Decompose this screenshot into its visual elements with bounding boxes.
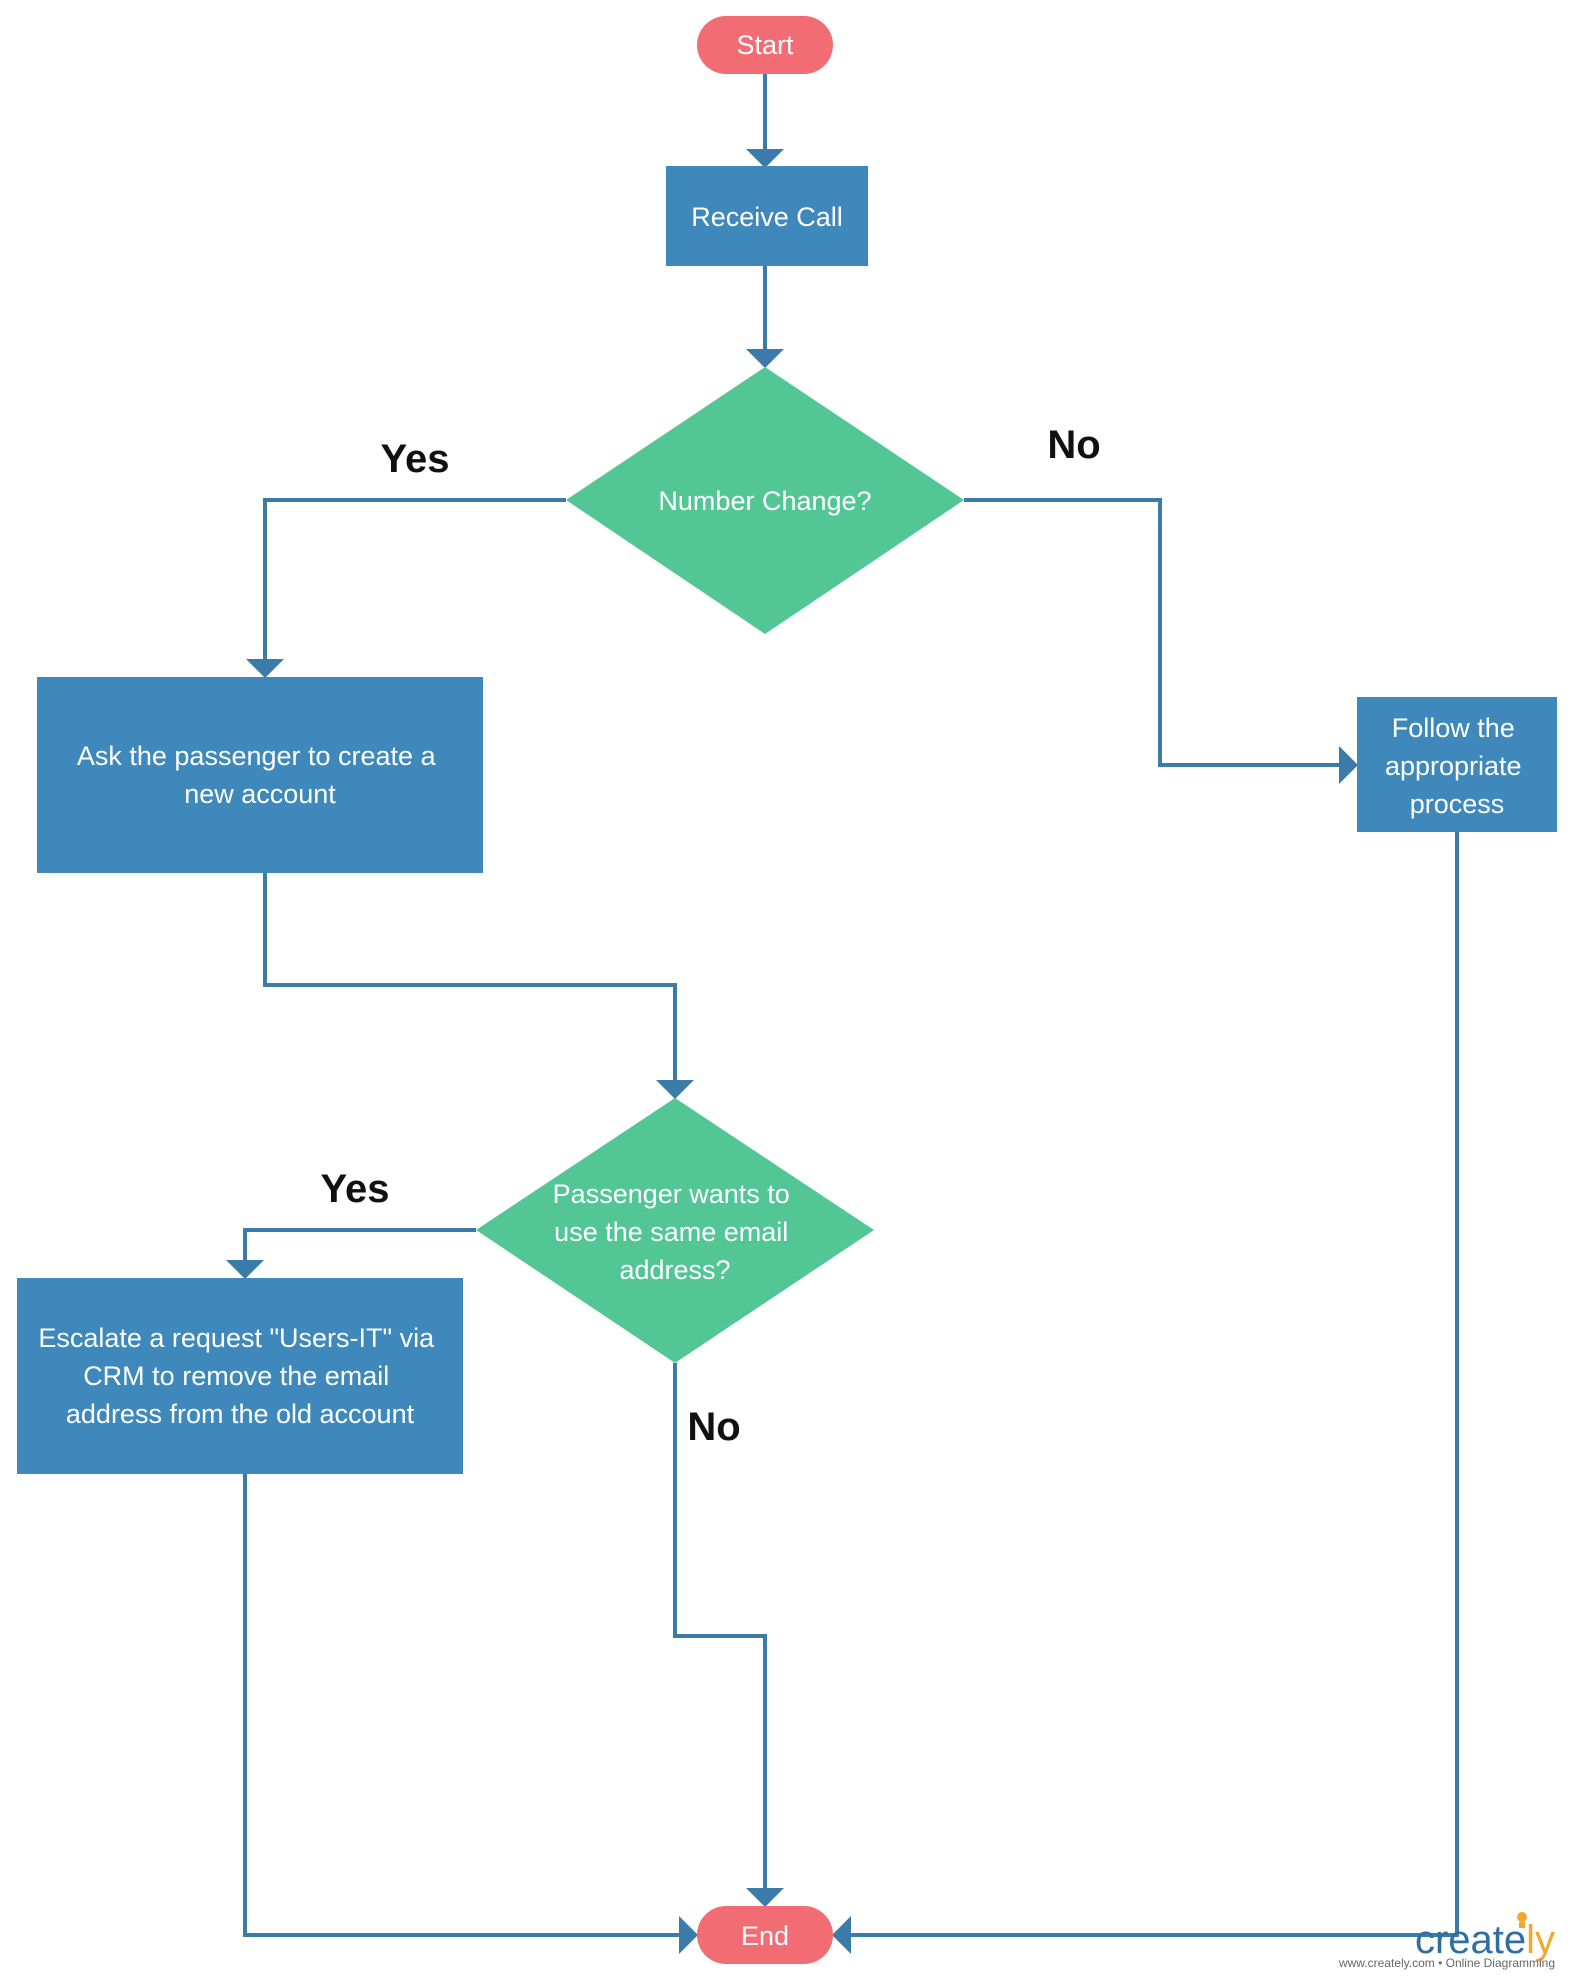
- connector-create-account-to-same-email: [263, 873, 677, 1081]
- number-change-label: Number Change?: [658, 486, 871, 516]
- receive-call-shape: [666, 166, 868, 266]
- connector-number-change-no: [964, 498, 1340, 767]
- same-email-line: Passenger wants to: [553, 1179, 790, 1209]
- start-node-line: Start: [736, 30, 794, 60]
- arrowhead-icon: [656, 1080, 694, 1099]
- follow-process-label: Follow the appropriate process: [1385, 713, 1529, 819]
- create-account-line: new account: [184, 779, 336, 809]
- arrowhead-icon: [832, 1916, 851, 1954]
- same-email-node: Passenger wants to use the same email ad…: [476, 1098, 874, 1363]
- follow-process-line: process: [1410, 789, 1505, 819]
- follow-process-line: Follow the: [1392, 713, 1515, 743]
- escalate-label: Escalate a request "Users-IT" via CRM to…: [38, 1323, 441, 1429]
- connector-escalate-to-end: [243, 1474, 680, 1937]
- receive-call-node: Receive Call: [666, 166, 868, 266]
- connector-follow-process-to-end: [850, 832, 1459, 1937]
- end-node-label: End: [741, 1921, 789, 1951]
- yes-label-same-email: Yes: [321, 1167, 390, 1211]
- connector-same-email-yes: [243, 1228, 476, 1261]
- same-email-shape: [476, 1098, 874, 1363]
- receive-call-label: Receive Call: [691, 202, 843, 232]
- same-email-line: use the same email: [554, 1217, 788, 1247]
- arrowhead-icon: [746, 1888, 784, 1907]
- no-label-number-change: No: [1047, 423, 1100, 467]
- end-node-line: End: [741, 1921, 789, 1951]
- creately-watermark: creately www.creately.com • Online Diagr…: [1338, 1912, 1555, 1970]
- follow-process-shape: [1357, 697, 1557, 832]
- end-node: End: [697, 1906, 833, 1964]
- no-label-same-email: No: [687, 1405, 740, 1449]
- escalate-node: Escalate a request "Users-IT" via CRM to…: [17, 1278, 463, 1474]
- arrowhead-icon: [246, 659, 284, 678]
- create-account-shape: [37, 677, 483, 873]
- lightbulb-icon: [1517, 1912, 1527, 1922]
- same-email-label: Passenger wants to use the same email ad…: [553, 1179, 798, 1285]
- create-account-node: Ask the passenger to create a new accoun…: [37, 677, 483, 873]
- arrowhead-icon: [746, 149, 784, 168]
- start-node-label: Start: [736, 30, 794, 60]
- yes-label-number-change: Yes: [381, 437, 450, 481]
- escalate-line: address from the old account: [66, 1399, 415, 1429]
- same-email-line: address?: [619, 1255, 730, 1285]
- follow-process-node: Follow the appropriate process: [1357, 697, 1557, 832]
- number-change-node: Number Change?: [566, 367, 964, 634]
- arrowhead-icon: [1339, 746, 1358, 784]
- end-node-shape: [697, 1906, 833, 1964]
- escalate-line: CRM to remove the email: [83, 1361, 389, 1391]
- number-change-shape: [566, 367, 964, 634]
- arrowhead-icon: [226, 1260, 264, 1279]
- connector-number-change-yes: [263, 498, 566, 660]
- escalate-line: Escalate a request "Users-IT" via: [38, 1323, 435, 1353]
- arrowhead-icon: [679, 1916, 698, 1954]
- number-change-line: Number Change?: [658, 486, 871, 516]
- brand-logo-main: create: [1415, 1918, 1526, 1962]
- connectors: [226, 74, 1459, 1954]
- start-node-shape: [697, 16, 833, 74]
- arrowhead-icon: [746, 349, 784, 368]
- receive-call-line: Receive Call: [691, 202, 843, 232]
- brand-logo-text: creately: [1415, 1918, 1555, 1962]
- start-node: Start: [697, 16, 833, 74]
- connector-same-email-no: [673, 1363, 767, 1889]
- brand-logo-accent: ly: [1526, 1918, 1555, 1962]
- follow-process-line: appropriate: [1385, 751, 1522, 781]
- lightbulb-base: [1519, 1922, 1525, 1928]
- create-account-line: Ask the passenger to create a: [77, 741, 437, 771]
- brand-tagline: www.creately.com • Online Diagramming: [1338, 1956, 1555, 1970]
- create-account-label: Ask the passenger to create a new accoun…: [77, 741, 443, 809]
- escalate-shape: [17, 1278, 463, 1474]
